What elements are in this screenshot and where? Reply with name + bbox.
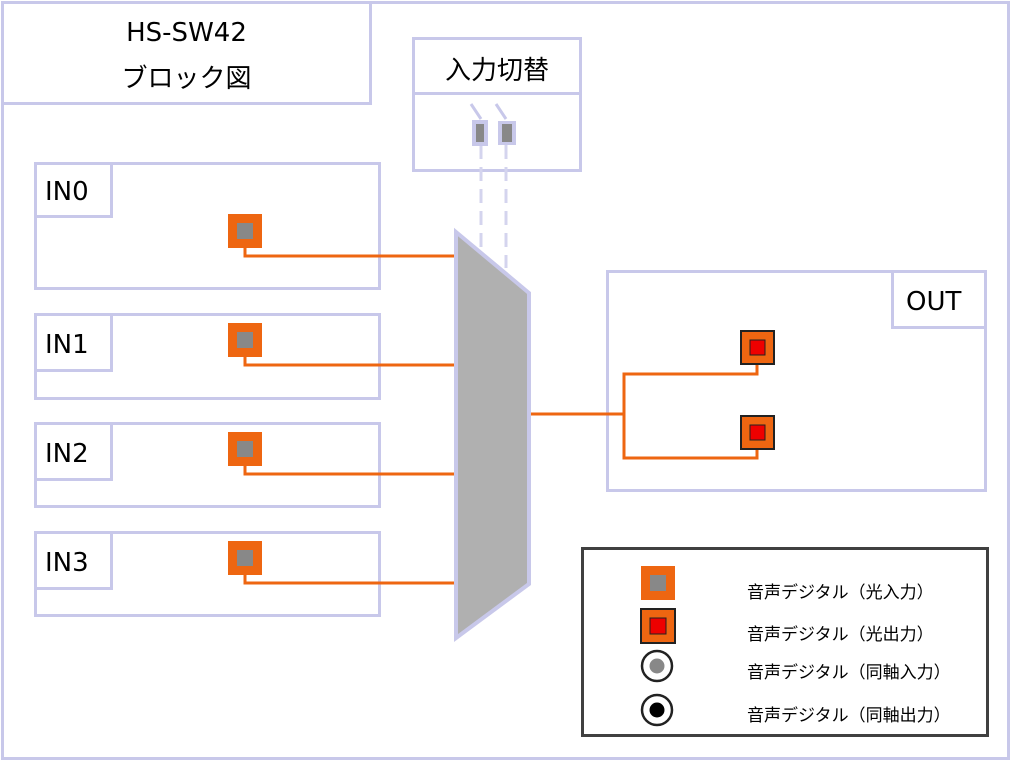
wire-in1 <box>243 340 456 367</box>
switch-lever-right <box>494 103 508 120</box>
optical-input-port-in0 <box>228 214 262 248</box>
input-label-tab-in3: IN3 <box>34 531 113 590</box>
optical-input-icon <box>641 566 675 600</box>
input-label-in2: IN2 <box>45 439 89 469</box>
optical-output-port-2 <box>740 415 775 450</box>
legend-label-coaxial-input: 音声デジタル（同軸入力） <box>747 663 951 683</box>
optical-output-port-1 <box>740 330 775 365</box>
coaxial-output-icon <box>640 693 674 727</box>
input-box-in0 <box>34 162 381 290</box>
title-line1: HS-SW42 <box>126 18 247 48</box>
legend-label-optical-output: 音声デジタル（光出力） <box>747 625 934 645</box>
wire-out-split <box>622 350 759 460</box>
input-label-tab-in2: IN2 <box>34 422 113 481</box>
wire-in2 <box>243 450 456 476</box>
input-label-in0: IN0 <box>45 177 89 207</box>
input-label-in3: IN3 <box>45 548 89 578</box>
optical-input-port-in2 <box>228 432 262 466</box>
optical-input-port-in1 <box>228 323 262 357</box>
input-label-in1: IN1 <box>45 330 89 360</box>
input-label-tab-in1: IN1 <box>34 313 113 372</box>
wire-in0 <box>243 232 456 258</box>
legend-label-optical-input: 音声デジタル（光入力） <box>747 583 934 603</box>
switch-divider <box>415 92 579 95</box>
wire-in3 <box>243 558 456 585</box>
input-label-tab-in0: IN0 <box>34 162 113 218</box>
title-line2: ブロック図 <box>121 64 252 94</box>
output-label-tab: OUT <box>891 270 987 329</box>
title-box: HS-SW42 ブロック図 <box>1 1 372 105</box>
output-label: OUT <box>906 287 962 317</box>
optical-input-port-in3 <box>228 541 262 575</box>
legend-label-coaxial-output: 音声デジタル（同軸出力） <box>747 706 951 726</box>
switch-contact-right-inner <box>502 124 512 142</box>
switch-label: 入力切替 <box>444 56 549 86</box>
coaxial-input-icon <box>640 649 674 683</box>
switch-lever-left <box>469 103 483 120</box>
switch-contact-left-inner <box>476 124 484 142</box>
multiplexer <box>454 227 531 642</box>
optical-output-icon <box>640 608 676 644</box>
